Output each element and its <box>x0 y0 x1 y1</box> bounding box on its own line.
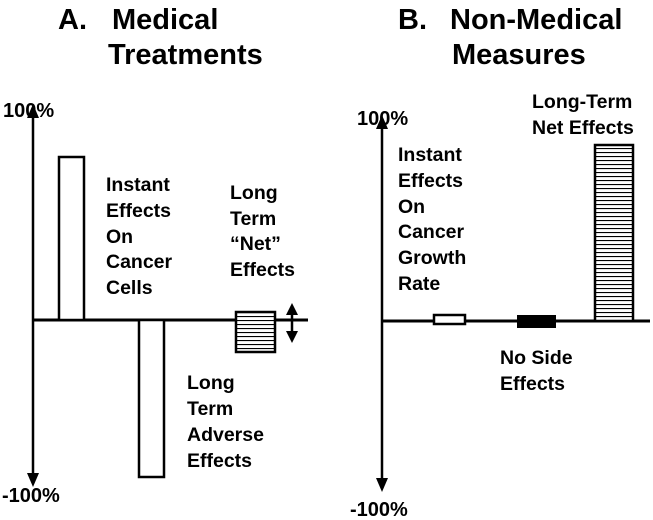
panel-a-net-effects-bar <box>234 310 277 354</box>
panel-b-title-line2: Measures <box>452 39 586 71</box>
panel-a-axis-bottom-label: -100% <box>2 485 60 507</box>
panel-a-axis-top-label: 100% <box>3 100 54 122</box>
panel-a-instant-effects-label: Instant Effects On Cancer Cells <box>106 174 178 299</box>
panel-b: B. Non-Medical Measures 100% -100% Insta… <box>350 4 650 520</box>
panel-a-letter: A. <box>58 4 87 36</box>
panel-b-axis-down-arrow-icon <box>376 478 388 492</box>
panel-a-net-effects-label: Long Term “Net” Effects <box>230 182 295 281</box>
panel-a-adverse-effects-label: Long Term Adverse Effects <box>187 372 269 472</box>
panel-b-side-effects-bar <box>517 315 556 328</box>
panel-a-axis-up-arrow-icon <box>27 104 39 118</box>
panel-a-instant-effects-bar <box>57 155 86 322</box>
panel-a-title-line2: Treatments <box>108 39 263 71</box>
panel-b-net-effects-bar <box>593 143 635 323</box>
panel-a-title-line1: Medical <box>112 4 218 36</box>
panel-a-uncertainty-up-arrow-icon <box>286 303 298 315</box>
panel-b-axis-bottom-label: -100% <box>350 499 408 520</box>
panel-b-axis-up-arrow-icon <box>376 115 388 129</box>
panel-a: A. Medical Treatments 100% -100% Instant… <box>2 4 308 507</box>
panel-b-title-line1: Non-Medical <box>450 4 622 36</box>
panel-b-no-side-effects-label: No Side Effects <box>500 347 578 395</box>
panel-b-letter: B. <box>398 4 427 36</box>
panel-b-instant-effects-label: Instant Effects On Cancer Growth Rate <box>398 144 472 295</box>
panel-b-axis-top-label: 100% <box>357 108 408 130</box>
panel-b-net-effects-label: Long-Term Net Effects <box>532 91 638 139</box>
panel-b-instant-effects-bar <box>432 313 467 326</box>
panel-a-uncertainty-down-arrow-icon <box>286 331 298 343</box>
panel-a-axis-down-arrow-icon <box>27 473 39 487</box>
panel-a-adverse-effects-bar <box>137 318 166 479</box>
